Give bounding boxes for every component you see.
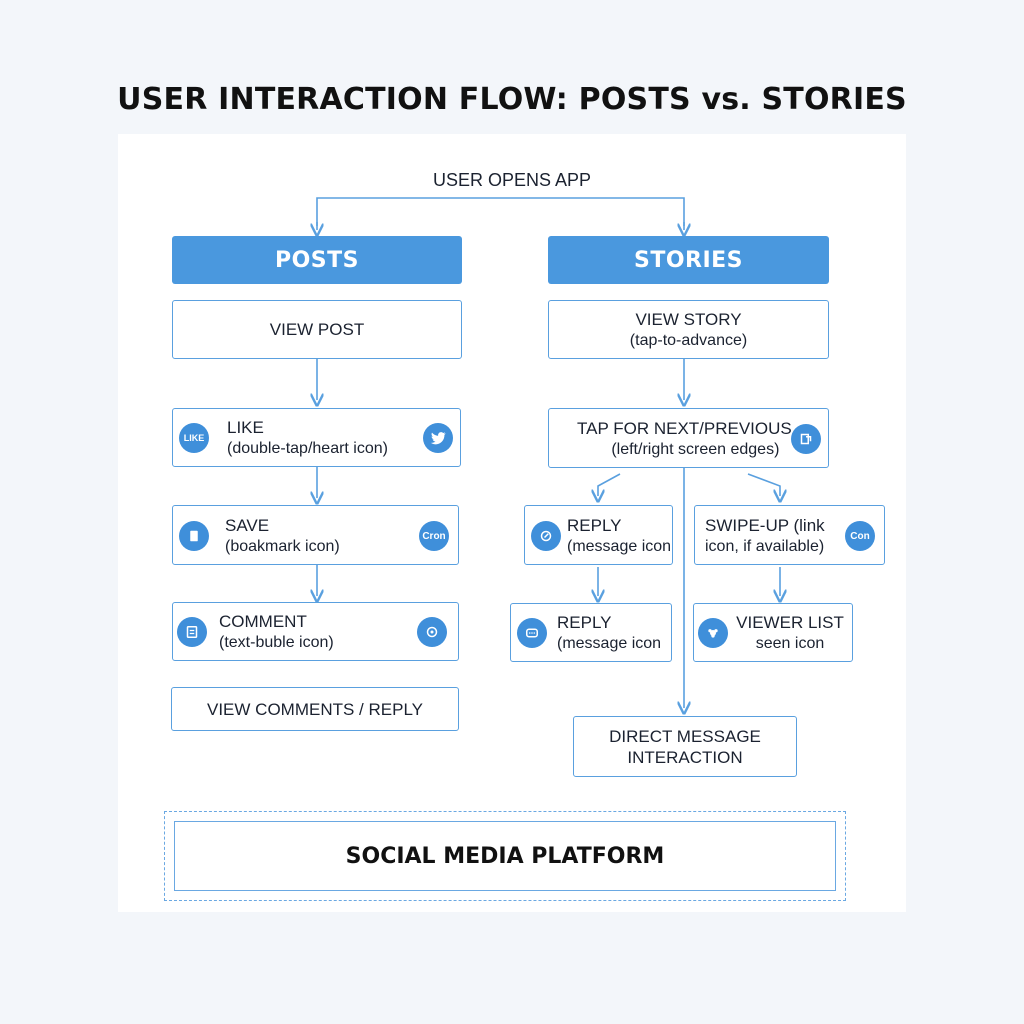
direct-message-title: DIRECT MESSAGE xyxy=(609,726,761,746)
eye-icon xyxy=(698,618,728,648)
like-subtitle: (double-tap/heart icon) xyxy=(227,440,388,457)
viewer-list-node: VIEWER LIST seen icon xyxy=(693,603,853,662)
like-title: LIKE xyxy=(227,418,264,437)
diagram-title: USER INTERACTION FLOW: POSTS vs. STORIES xyxy=(117,82,907,117)
direct-message-node: DIRECT MESSAGE INTERACTION xyxy=(573,716,797,777)
platform-label: SOCIAL MEDIA PLATFORM xyxy=(174,821,836,891)
story-reply-2-node: REPLY (message icon xyxy=(510,603,672,662)
view-comments-node: VIEW COMMENTS / REPLY xyxy=(171,687,459,731)
tap-next-subtitle: (left/right screen edges) xyxy=(611,441,780,458)
view-story-node: VIEW STORY (tap-to-advance) xyxy=(548,300,829,359)
comment-title: COMMENT xyxy=(219,612,307,631)
link-badge-icon: Con xyxy=(845,521,875,551)
share-icon xyxy=(791,424,821,454)
save-title: SAVE xyxy=(225,516,270,535)
story-reply-node: REPLY (message icon xyxy=(524,505,673,565)
swipe-up-title: SWIPE-UP (link xyxy=(705,516,825,535)
text-bubble-icon xyxy=(177,617,207,647)
view-story-title: VIEW STORY xyxy=(635,309,742,329)
view-post-label: VIEW POST xyxy=(269,320,365,339)
story-reply-2-title: REPLY xyxy=(557,613,612,632)
at-sign-icon xyxy=(417,617,447,647)
comment-node: COMMENT (text-buble icon) xyxy=(172,602,459,661)
swipe-up-node: SWIPE-UP (link icon, if available) Con xyxy=(694,505,885,565)
platform-frame xyxy=(164,811,846,901)
start-node: USER OPENS APP xyxy=(432,170,592,190)
message-icon xyxy=(517,618,547,648)
save-subtitle: (boakmark icon) xyxy=(225,538,340,555)
story-reply-subtitle: (message icon xyxy=(567,538,672,555)
view-comments-label: VIEW COMMENTS / REPLY xyxy=(207,699,423,719)
bird-icon xyxy=(423,423,453,453)
view-post-node: VIEW POST xyxy=(172,300,462,359)
stories-header: STORIES xyxy=(548,236,829,284)
bookmark-icon xyxy=(179,521,209,551)
tap-next-node: TAP FOR NEXT/PREVIOUS (left/right screen… xyxy=(548,408,829,468)
story-reply-title: REPLY xyxy=(567,516,622,535)
comment-subtitle: (text-buble icon) xyxy=(219,634,334,651)
posts-header: POSTS xyxy=(172,236,462,284)
viewer-list-title: VIEWER LIST xyxy=(736,613,844,632)
like-badge-icon: LIKE xyxy=(179,423,209,453)
save-badge-icon: Cron xyxy=(419,521,449,551)
swipe-up-subtitle: icon, if available) xyxy=(705,538,825,555)
story-reply-2-subtitle: (message icon xyxy=(557,635,662,652)
view-story-subtitle: (tap-to-advance) xyxy=(629,331,748,349)
tap-next-title: TAP FOR NEXT/PREVIOUS xyxy=(577,419,792,438)
viewer-list-subtitle: seen icon xyxy=(755,635,825,652)
reply-icon xyxy=(531,521,561,551)
like-node: LIKE LIKE (double-tap/heart icon) xyxy=(172,408,461,467)
save-node: SAVE (boakmark icon) Cron xyxy=(172,505,459,565)
direct-message-subtitle: INTERACTION xyxy=(627,747,743,767)
